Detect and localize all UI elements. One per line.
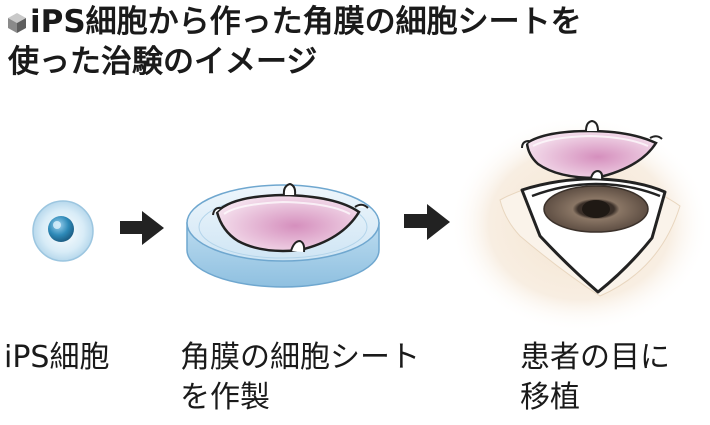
cube-icon bbox=[8, 13, 26, 33]
patient-eye-icon bbox=[450, 116, 710, 332]
cell-sheet-icon bbox=[212, 182, 369, 253]
transplanted-sheet-icon bbox=[521, 119, 663, 180]
step-3-caption: 患者の目に 移植 bbox=[520, 338, 670, 418]
step-2-caption: 角膜の細胞シート を作製 bbox=[180, 338, 420, 418]
title-line-1: iPS細胞から作った角膜の細胞シートを bbox=[6, 2, 706, 42]
step-3-line-2: 移植 bbox=[520, 380, 580, 415]
diagram-title: iPS細胞から作った角膜の細胞シートを 使った治験のイメージ bbox=[6, 2, 706, 82]
arrow-right-icon bbox=[404, 204, 450, 240]
step-1-line-1: iPS細胞 bbox=[4, 340, 110, 375]
step-3-line-1: 患者の目に bbox=[520, 340, 670, 375]
step-1-caption: iPS細胞 bbox=[4, 338, 109, 378]
title-line-2: 使った治験のイメージ bbox=[8, 44, 318, 80]
title-text-1: iPS細胞から作った角膜の細胞シートを bbox=[30, 4, 582, 40]
ips-cell-icon bbox=[32, 200, 94, 262]
arrow-right-icon bbox=[120, 211, 164, 245]
step-2-line-1: 角膜の細胞シート bbox=[180, 340, 420, 375]
step-2-line-2: を作製 bbox=[180, 380, 270, 415]
